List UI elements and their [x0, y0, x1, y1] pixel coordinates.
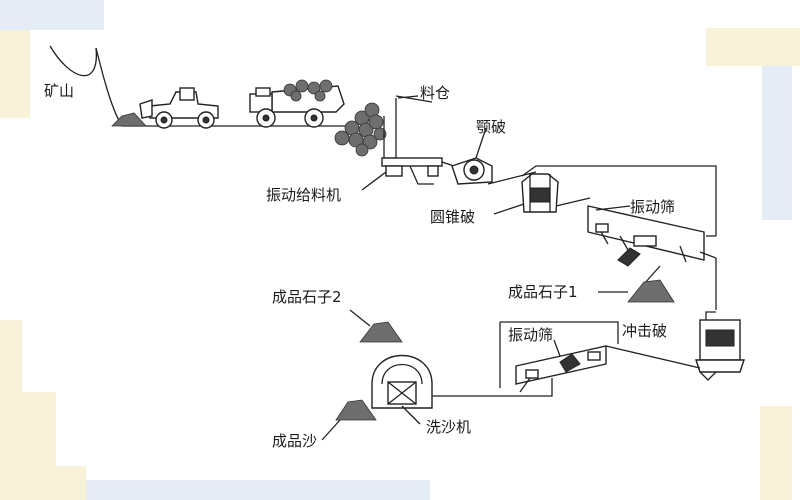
- stockpile-icon: [627, 279, 675, 303]
- deco-block-bottom-left-2: [22, 392, 56, 500]
- deco-block-bottom: [86, 480, 430, 500]
- impact-crusher-icon: [695, 319, 745, 381]
- mine-slope: [49, 45, 350, 127]
- conveyor-jaw-to-cone: [487, 171, 537, 185]
- label-cone-crusher: 圆锥破: [430, 208, 475, 226]
- rock-pile-icon: [334, 102, 387, 157]
- label-product-stone-1: 成品石子1: [508, 283, 578, 301]
- leader-lines: [321, 95, 631, 441]
- vibrating-screen-icon: [587, 205, 717, 267]
- sand-pile-icon: [335, 399, 377, 421]
- loader-icon: [139, 87, 219, 129]
- flow-lines-upper: [521, 165, 717, 237]
- stockpile-2-icon: [359, 321, 403, 343]
- label-mine: 矿山: [44, 82, 74, 100]
- sand-washer-icon: [371, 354, 553, 409]
- flow-lines-lower: [499, 311, 716, 388]
- feeder-icon: [381, 157, 461, 185]
- deco-block-top-right: [706, 28, 800, 66]
- label-product-sand: 成品沙: [272, 432, 317, 450]
- deco-block-bottom-right: [760, 406, 792, 500]
- silo-icon: [383, 95, 433, 159]
- label-impact-crusher: 冲击破: [622, 322, 667, 340]
- deco-block-bottom-left-1: [0, 320, 22, 500]
- label-vibrating-screen-2: 振动筛: [508, 326, 553, 344]
- label-vibrating-feeder: 振动给料机: [266, 186, 341, 204]
- deco-block-bottom-left-3: [56, 466, 86, 500]
- deco-block-left-top: [0, 30, 30, 118]
- label-product-stone-2: 成品石子2: [272, 288, 342, 306]
- deco-block-top-left: [0, 0, 104, 30]
- label-sand-washer: 洗沙机: [426, 418, 471, 436]
- label-jaw-crusher: 颚破: [476, 118, 506, 136]
- label-vibrating-screen-1: 振动筛: [630, 198, 675, 216]
- dump-truck-icon: [249, 79, 345, 128]
- flow-lines-mid: [643, 258, 717, 310]
- deco-block-right: [762, 66, 792, 220]
- cone-crusher-icon: [521, 173, 559, 213]
- vibrating-screen-2-icon: [515, 345, 607, 393]
- label-silo: 料仓: [420, 84, 450, 102]
- jaw-crusher-icon: [451, 157, 493, 185]
